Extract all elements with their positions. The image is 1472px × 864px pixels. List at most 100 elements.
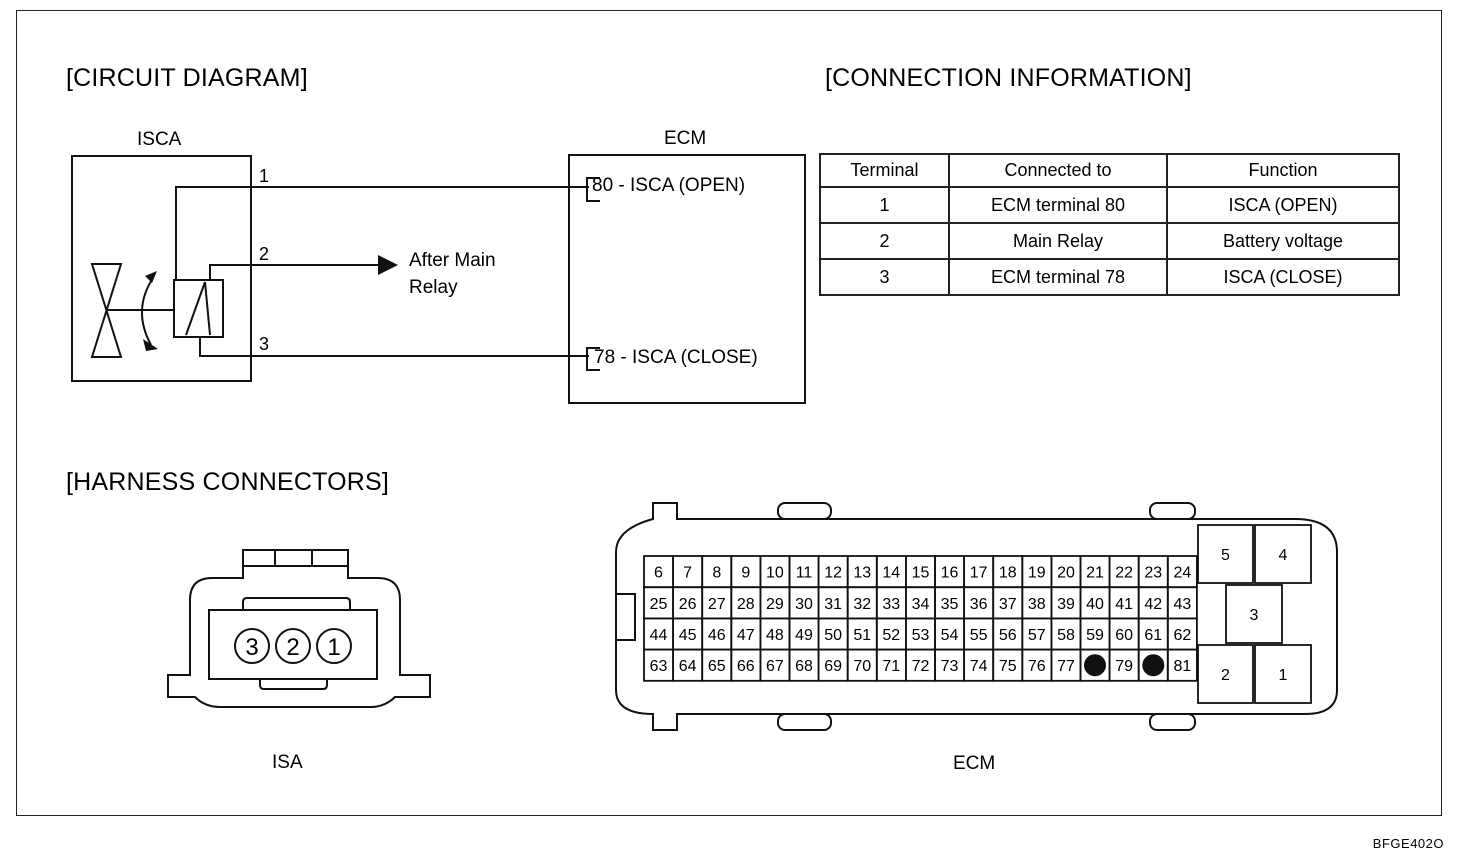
ecm-pin-number: 28 [737,596,755,613]
ecm-connector-outline [615,502,1338,731]
ecm-pin-78-label: 78 - ISCA (CLOSE) [594,347,758,368]
ecm-pin-number: 59 [1086,627,1104,644]
ecm-power-pin-number: 4 [1279,547,1288,564]
isa-pin [234,628,270,664]
ecm-power-pin-cell [1225,584,1283,644]
connection-table: Terminal Connected to Function 1 ECM ter… [819,153,1400,296]
ecm-pin-number: 47 [737,627,755,644]
ecm-power-pin-cell [1254,644,1312,704]
wire-1 [175,186,589,280]
ecm-power-pin-number: 2 [1221,667,1230,684]
ecm-pin-used-dot [1084,654,1106,677]
ecm-pin-number: 15 [912,565,930,582]
table-row: 3 ECM terminal 78 ISCA (CLOSE) [819,258,1400,296]
valve-symbol [90,263,123,358]
ecm-pin-number: 17 [970,565,988,582]
ecm-pin-number: 50 [824,627,842,644]
ecm-pin-number: 76 [1028,658,1046,675]
cell-terminal: 1 [819,186,950,224]
table-header-row: Terminal Connected to Function [819,153,1400,188]
ecm-pin-number: 10 [766,565,784,582]
ecm-pin-number: 34 [912,596,930,613]
cell-connected-to: ECM terminal 80 [948,186,1168,224]
header-function: Function [1166,153,1400,188]
ecm-pin-number: 72 [912,658,930,675]
isca-label: ISCA [137,129,182,150]
after-main-relay-label-2: Relay [409,277,458,298]
ecm-pin-number: 6 [654,565,663,582]
isa-inner-recess [208,609,378,680]
pin-3-label: 3 [259,334,270,354]
ecm-power-pin-number: 5 [1221,547,1230,564]
header-terminal: Terminal [819,153,950,188]
isa-pin [316,628,352,664]
ecm-pin-number: 53 [912,627,930,644]
ecm-pin-number: 39 [1057,596,1075,613]
figure-code: BFGE402O [1372,836,1444,851]
ecm-pin-number: 11 [796,565,813,582]
ecm-pin-number: 20 [1057,565,1075,582]
ecm-pin-number: 18 [999,565,1017,582]
ecm-pin-number: 13 [853,565,871,582]
arrow-after-main-relay [378,255,398,275]
ecm-pin-number: 42 [1144,596,1162,613]
cell-terminal: 3 [819,258,950,296]
cell-function: ISCA (CLOSE) [1166,258,1400,296]
ecm-pin-number: 65 [708,658,726,675]
ecm-pin-number: 24 [1174,565,1192,582]
ecm-pin-number: 23 [1144,565,1162,582]
ecm-label: ECM [664,128,707,149]
ecm-pin-number: 22 [1115,565,1133,582]
ecm-power-pin-cell [1197,524,1254,584]
ecm-pin-number: 55 [970,627,988,644]
ecm-pin-number: 73 [941,658,959,675]
ecm-pin-number: 37 [999,596,1017,613]
ecm-power-pin-cell [1197,644,1254,704]
ecm-pin-number: 44 [650,627,668,644]
isca-box [71,155,252,382]
ecm-pin-number: 43 [1174,596,1192,613]
ecm-pin-number: 64 [679,658,697,675]
ecm-pin-number: 52 [882,627,900,644]
ecm-box [568,154,806,404]
isa-connector-body [167,549,431,708]
ecm-pin-number: 14 [882,565,900,582]
ecm-pin-number: 36 [970,596,988,613]
ecm-pin-number: 56 [999,627,1017,644]
ecm-pin-number: 69 [824,658,842,675]
ecm-pin-number: 30 [795,596,813,613]
ecm-pin-number: 25 [650,596,668,613]
wire-3 [199,337,589,357]
cell-function: Battery voltage [1166,222,1400,260]
table-row: 2 Main Relay Battery voltage [819,222,1400,260]
pin-2-label: 2 [259,244,270,264]
ecm-pin-number: 31 [824,596,842,613]
ecm-pin-number: 62 [1174,627,1192,644]
motor-coil [173,279,224,338]
ecm-pin-number: 33 [882,596,900,613]
ecm-pin-number: 19 [1028,565,1046,582]
cell-function: ISCA (OPEN) [1166,186,1400,224]
ecm-pin-number: 40 [1086,596,1104,613]
ecm-pin-number: 49 [795,627,813,644]
ecm-pin-80-label: 80 - ISCA (OPEN) [592,175,746,196]
after-main-relay-label-1: After Main [409,250,496,271]
ecm-pin-number: 48 [766,627,784,644]
harness-connectors-title: [HARNESS CONNECTORS] [66,468,390,496]
header-connected-to: Connected to [948,153,1168,188]
isa-pin-number: 1 [327,634,340,661]
ecm-pin-number: 27 [708,596,726,613]
ecm-pin-number: 67 [766,658,784,675]
ecm-pin-number: 35 [941,596,959,613]
wire-2 [209,264,385,280]
table-row: 1 ECM terminal 80 ISCA (OPEN) [819,186,1400,224]
circuit-diagram-title: [CIRCUIT DIAGRAM] [66,64,308,92]
cell-connected-to: Main Relay [948,222,1168,260]
ecm-pin-number: 51 [853,627,871,644]
cell-terminal: 2 [819,222,950,260]
ecm-pin-number: 21 [1086,565,1104,582]
isa-pin-number: 2 [286,634,299,661]
isa-connector-label: ISA [272,752,303,773]
